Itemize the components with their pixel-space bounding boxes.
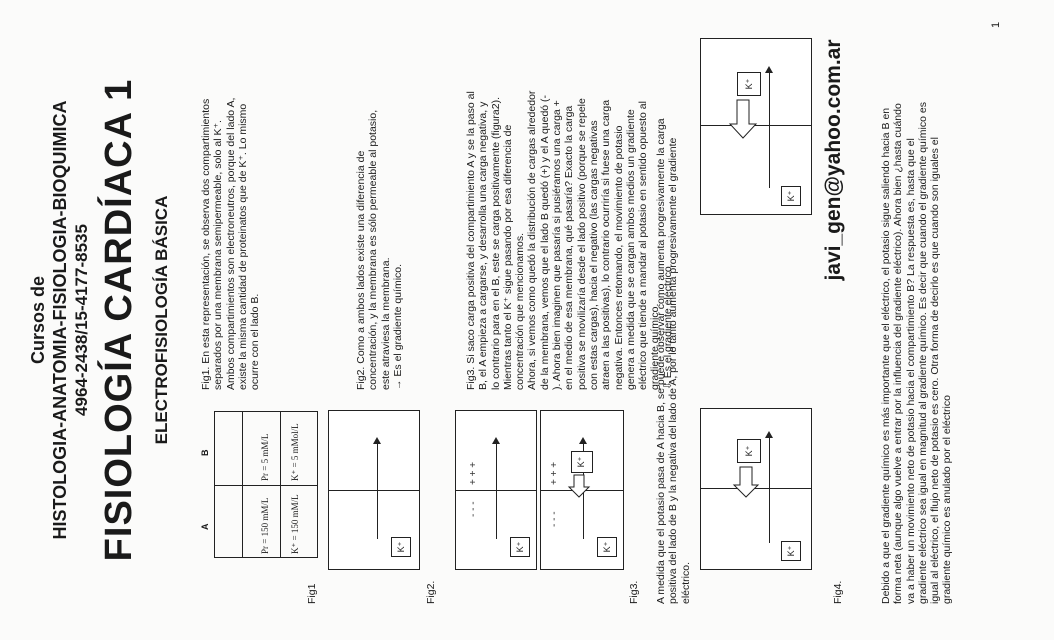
text-line: atraen a las positivas), lo contrario oc… bbox=[600, 99, 613, 390]
hollow-left-arrow-icon bbox=[732, 466, 760, 498]
text-line: Ambos compartimientos son electroneutros… bbox=[224, 97, 237, 390]
text-line: positiva del lado de B y la negativa del… bbox=[667, 137, 680, 604]
text-line: separados por una membrana semipermeable… bbox=[212, 120, 225, 390]
fig2-diagram: K⁺ bbox=[328, 410, 420, 570]
fig1-paragraph: Fig1. En esta representación, se observa… bbox=[200, 42, 261, 390]
text-line: ). Ahora bien imaginen que pasaría si pu… bbox=[551, 100, 564, 390]
fig2-label: Fig2. bbox=[425, 580, 437, 604]
hollow-left-arrow-icon bbox=[728, 99, 758, 139]
table-cell: K⁺ = 5 mMol/L bbox=[290, 423, 300, 481]
text-line: negativa. Entonces retomando, el movimie… bbox=[612, 125, 625, 390]
text-line: de la membrana, vemos que el lado B qued… bbox=[538, 94, 551, 390]
potassium-box: K⁺ bbox=[391, 537, 411, 557]
text-line: lo contrario para en el B, este se carga… bbox=[489, 97, 502, 390]
page-title: FISIOLOGÍA CARDÍACA 1 bbox=[98, 78, 140, 562]
text-line: este atraviesa la membrana. bbox=[379, 257, 392, 390]
potassium-box: K⁺ bbox=[571, 451, 593, 473]
potassium-box: K⁺ bbox=[597, 537, 617, 557]
fig3-label: Fig3. bbox=[628, 580, 640, 604]
membrane-line bbox=[214, 485, 318, 486]
text-line: eléctrico que tiende a mandar al potasio… bbox=[637, 101, 650, 390]
fig2-paragraph: Fig2. Como a ambos lados existe una dife… bbox=[355, 42, 404, 390]
table-cell: Pr = 150 mM/L bbox=[260, 497, 270, 554]
text-line: igual al eléctrico, el flujo neto de pot… bbox=[929, 137, 942, 604]
text-line: Mientras tanto el K⁺ sigue pasando por e… bbox=[501, 124, 514, 390]
hollow-left-arrow-icon bbox=[567, 474, 591, 498]
electric-gradient-paragraph: A medida que el potasio pasa de A hacia … bbox=[655, 14, 692, 604]
text-line: Fig1. En esta representación, se observa… bbox=[200, 98, 212, 390]
fig3-paragraph: Fig3. Si saco carga positiva del compart… bbox=[465, 42, 674, 390]
potassium-box: K⁺ bbox=[737, 439, 761, 463]
text-line: ocurre con el lado B. bbox=[249, 293, 262, 390]
text-line: positiva se movilizaría desde el lado po… bbox=[575, 98, 588, 390]
text-line: con estas cargas), hacia el negativo (la… bbox=[587, 120, 600, 390]
page-number: 1 bbox=[990, 21, 1002, 28]
text-line: forma neta (aunque algo vuelve a entrar … bbox=[892, 103, 905, 604]
fig4-diagram-right: K⁺ K⁺ bbox=[700, 38, 812, 215]
negative-charges: - - - bbox=[549, 511, 560, 527]
right-arrow-icon bbox=[769, 68, 770, 188]
negative-charges: - - - bbox=[468, 501, 479, 517]
text-line: gradiente eléctrico sea igual en magnitu… bbox=[916, 102, 929, 604]
positive-charges: + + + bbox=[468, 461, 479, 485]
phone-numbers: 4964-2438/15-4177-8535 bbox=[72, 224, 91, 416]
fig1-table: A B Pr = 150 mM/L K⁺ = 150 mM/L Pr = 5 m… bbox=[200, 411, 318, 558]
fig3-diagram-top: K⁺ + + + - - - bbox=[455, 410, 537, 570]
table-header-a: A bbox=[200, 523, 210, 531]
table-rule bbox=[280, 412, 281, 558]
right-arrow-icon bbox=[769, 433, 770, 543]
text-line: Debido a que el gradiente químico es más… bbox=[880, 107, 892, 604]
text-line: Fig2. Como a ambos lados existe una dife… bbox=[355, 150, 367, 390]
fig4-diagram-left: K⁺ K⁺ bbox=[700, 408, 812, 570]
courses-heading: Cursos de bbox=[28, 275, 48, 365]
positive-charges: + + + bbox=[549, 461, 560, 485]
fig1-label: Fig1 bbox=[306, 583, 318, 604]
fig3-diagram-bottom: K⁺ + + + - - - K⁺ bbox=[540, 410, 624, 570]
table-cell: K⁺ = 150 mM/L bbox=[290, 494, 300, 554]
potassium-box: K⁺ bbox=[510, 537, 530, 557]
text-line: gradiente químico es anulado por el eléc… bbox=[941, 395, 954, 604]
potassium-box: K⁺ bbox=[737, 72, 761, 96]
text-line: Fig3. Si saco carga positiva del compart… bbox=[465, 91, 477, 390]
text-line: va a haber un movimiento neto de potasio… bbox=[904, 138, 917, 604]
text-line: → Es el gradiente químico. bbox=[391, 263, 404, 390]
text-line: existe la misma cantidad de proteinatos … bbox=[236, 103, 249, 390]
subjects-heading: HISTOLOGIA-ANATOMIA-FISIOLOGIA-BIOQUIMIC… bbox=[50, 100, 70, 540]
right-arrow-icon bbox=[377, 439, 378, 539]
text-line: Ahora, si vemos como quedó la distribuci… bbox=[526, 90, 539, 390]
text-line: eléctrico. bbox=[679, 561, 692, 604]
text-line: B, el A empieza a cargarse, y desarrolla… bbox=[477, 101, 490, 390]
text-line: en el medio de esa membrana, qué pasaría… bbox=[563, 105, 576, 390]
right-arrow-icon bbox=[496, 439, 497, 539]
table-cell: Pr = 5 mM/L bbox=[260, 433, 270, 481]
table-rule bbox=[242, 412, 243, 558]
page-subtitle: ELECTROFISIOLOGÍA BÁSICA bbox=[152, 195, 171, 445]
contact-email: javi_gen@yahoo.com.ar bbox=[822, 39, 845, 281]
text-line: concentración que mencionamos. bbox=[514, 232, 527, 390]
potassium-box: K⁺ bbox=[781, 541, 801, 561]
membrane-line bbox=[329, 490, 419, 491]
fig4-label: Fig4. bbox=[832, 580, 844, 604]
final-paragraph: Debido a que el gradiente químico es más… bbox=[880, 14, 954, 604]
text-line: genera a medida que se cargan ambos medi… bbox=[624, 109, 637, 390]
text-line: A medida que el potasio pasa de A hacia … bbox=[655, 118, 667, 604]
table-header-b: B bbox=[200, 449, 210, 457]
text-line: concentración, y la membrana es sólo per… bbox=[367, 109, 380, 390]
potassium-box: K⁺ bbox=[781, 186, 801, 206]
